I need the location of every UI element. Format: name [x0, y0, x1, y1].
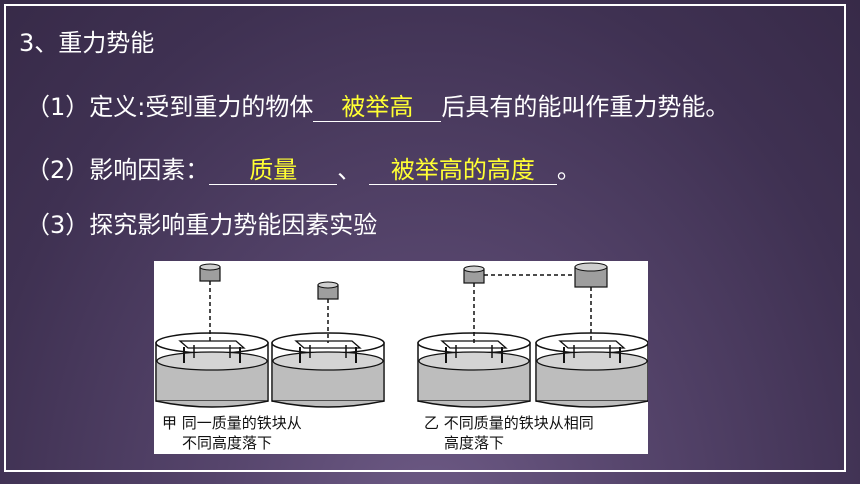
factor-blank-2: 被举高的高度 — [368, 156, 557, 185]
sand-vessel-1 — [155, 332, 269, 408]
sand-vessel-4 — [535, 332, 648, 408]
experiment-title: （3）探究影响重力势能因素实验 — [26, 211, 378, 239]
factor-answer-height: 被举高的高度 — [390, 156, 535, 184]
right-caption-line2: 高度落下 — [444, 434, 504, 452]
factors-prefix: （2）影响因素： — [26, 156, 210, 184]
left-caption-line2: 不同高度落下 — [182, 434, 272, 452]
iron-block-high — [199, 263, 221, 282]
slide-border — [4, 4, 846, 472]
experiment-figure: 甲 同一质量的铁块从 不同高度落下 乙 不同质量的铁块从相同 高度落下 — [154, 261, 648, 454]
left-caption-line1: 甲 同一质量的铁块从 — [162, 414, 302, 432]
iron-block-large — [574, 262, 608, 288]
iron-block-low — [317, 281, 339, 300]
factor-answer-mass: 质量 — [249, 156, 298, 184]
experiment-diagram: 甲 同一质量的铁块从 不同高度落下 乙 不同质量的铁块从相同 高度落下 — [155, 262, 648, 452]
section-heading: 3、重力势能 — [19, 29, 155, 57]
definition-prefix: （1）定义:受到重力的物体 — [26, 93, 314, 121]
definition-suffix: 后具有的能叫作重力势能。 — [441, 93, 730, 121]
right-caption-line1: 乙 不同质量的铁块从相同 — [424, 414, 594, 432]
definition-line: （1）定义:受到重力的物体被举高后具有的能叫作重力势能。 — [26, 92, 729, 122]
definition-blank: 被举高 — [313, 93, 442, 122]
sand-vessel-3 — [417, 332, 531, 408]
factors-separator: 、 — [337, 156, 362, 184]
factors-suffix: 。 — [556, 156, 581, 184]
factor-blank-1: 质量 — [209, 156, 338, 185]
factors-line: （2）影响因素： 质量 、 被举高的高度。 — [26, 155, 581, 185]
iron-block-small — [463, 265, 485, 284]
definition-answer: 被举高 — [341, 93, 414, 121]
sand-vessel-2 — [271, 332, 385, 408]
